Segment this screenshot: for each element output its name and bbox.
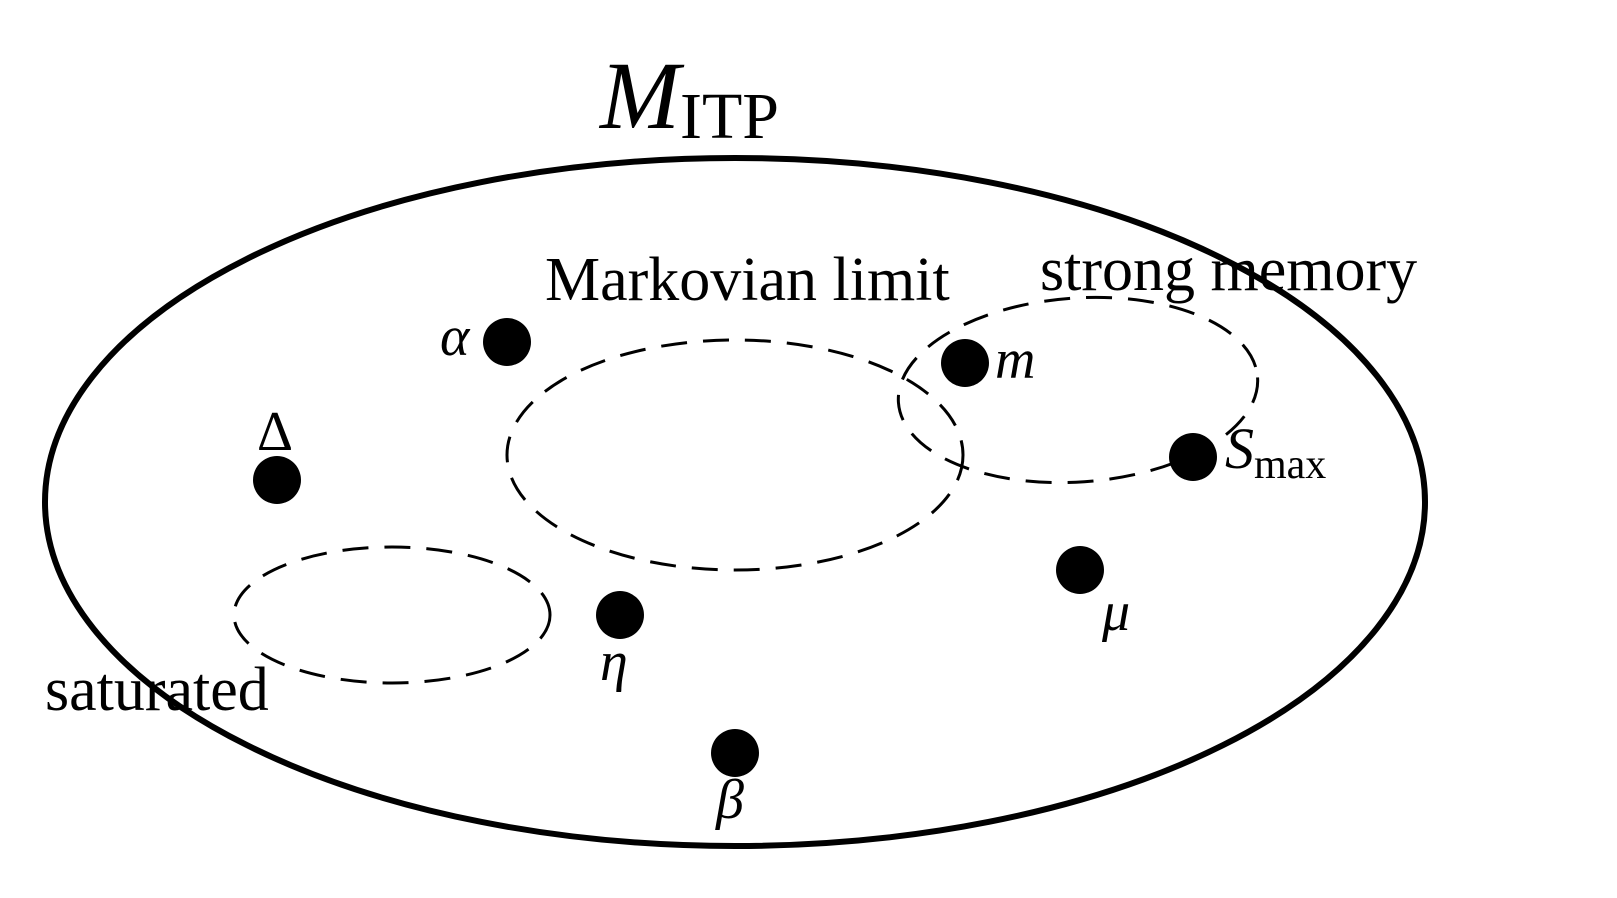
title: MITP (598, 42, 779, 153)
label-alpha: α (440, 306, 471, 368)
point-alpha (483, 318, 531, 366)
label-eta: η (600, 631, 628, 693)
markovian-label: Markovian limit (545, 246, 950, 314)
label-beta: β (715, 769, 744, 831)
markovian-region (505, 338, 965, 572)
label-m: m (995, 329, 1035, 391)
strong-memory-label: strong memory (1040, 236, 1417, 304)
label-delta: Δ (257, 401, 293, 463)
point-m (941, 339, 989, 387)
saturated-region (232, 545, 552, 685)
point-eta (596, 591, 644, 639)
point-mu (1056, 546, 1104, 594)
point-delta (253, 456, 301, 504)
label-mu: μ (1101, 581, 1130, 643)
point-smax (1169, 433, 1217, 481)
saturated-label: saturated (45, 656, 269, 724)
itp-boundary (42, 155, 1428, 849)
point-beta (711, 729, 759, 777)
strong-memory-region (896, 295, 1260, 485)
label-smax: Smax (1225, 416, 1326, 488)
